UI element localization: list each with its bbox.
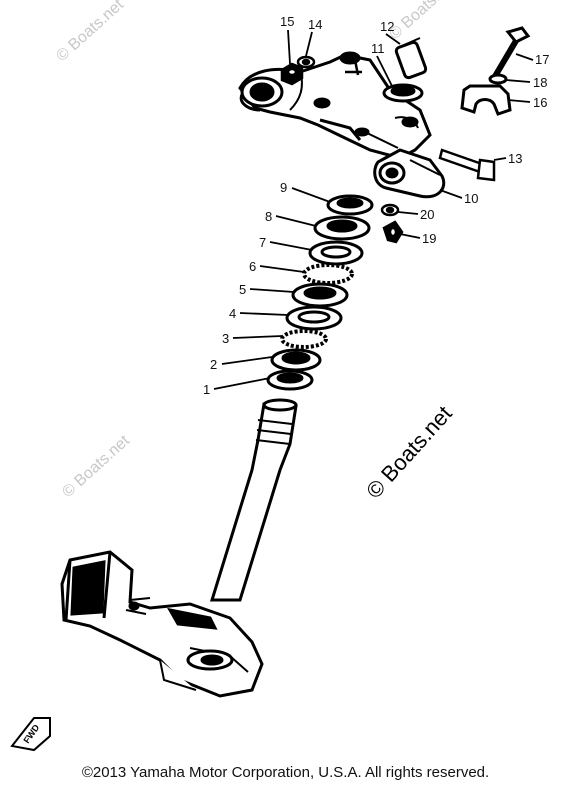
under-bracket — [60, 550, 264, 698]
callout-6: 6 — [249, 259, 256, 274]
callout-18: 18 — [533, 75, 547, 90]
fork-clamp — [373, 148, 446, 199]
callout-1: 1 — [203, 382, 210, 397]
callout-19: 19 — [422, 231, 436, 246]
callout-8: 8 — [265, 209, 272, 224]
callout-numbers: 1 2 3 4 5 6 7 8 9 10 11 12 13 14 15 16 1… — [203, 14, 549, 397]
callout-17: 17 — [535, 52, 549, 67]
steering-stem — [209, 398, 298, 602]
callout-9: 9 — [280, 180, 287, 195]
callout-7: 7 — [259, 235, 266, 250]
fwd-arrow-icon: FWD — [10, 717, 51, 752]
watermark-main: © Boats.net — [361, 401, 457, 503]
callout-16: 16 — [533, 95, 547, 110]
callout-15: 15 — [280, 14, 294, 29]
cap-bolt — [382, 37, 428, 103]
leader-lines — [213, 29, 534, 390]
callout-5: 5 — [239, 282, 246, 297]
callout-20: 20 — [420, 207, 434, 222]
watermark-top: © Boats.net — [53, 0, 127, 65]
callout-3: 3 — [222, 331, 229, 346]
watermark-top-right: © Boats.net — [386, 0, 460, 43]
callout-4: 4 — [229, 306, 236, 321]
callout-11: 11 — [371, 41, 385, 56]
callout-10: 10 — [464, 191, 478, 206]
watermark-left: © Boats.net — [59, 432, 133, 501]
callout-12: 12 — [380, 19, 394, 34]
callout-14: 14 — [308, 17, 322, 32]
callout-13: 13 — [508, 151, 522, 166]
callout-2: 2 — [210, 357, 217, 372]
clamp-bolt — [438, 148, 496, 182]
cap-and-washer — [380, 203, 404, 244]
copyright-notice: ©2013 Yamaha Motor Corporation, U.S.A. A… — [81, 764, 490, 781]
nut-and-washer — [280, 55, 316, 86]
bearing-stack — [266, 194, 374, 391]
handlebar-holder — [460, 26, 531, 116]
